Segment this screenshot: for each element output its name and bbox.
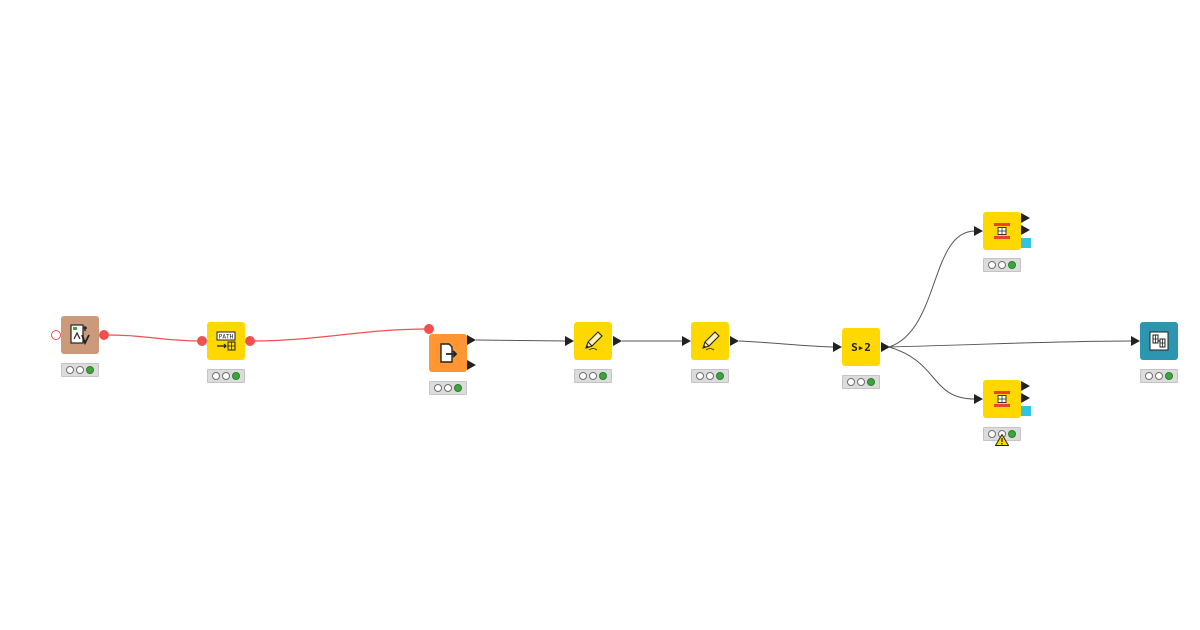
data-in-port[interactable] [1131, 336, 1140, 346]
pencil-icon [702, 331, 720, 351]
data-out-port-2[interactable] [1021, 225, 1030, 235]
file-export-icon [440, 343, 458, 363]
table-view-icon [1149, 331, 1169, 351]
warning-icon[interactable] [995, 434, 1009, 446]
status-light-green [1008, 430, 1016, 438]
node-column-rename-1[interactable] [574, 322, 612, 360]
data-out-port[interactable] [730, 336, 739, 346]
status-light-red [212, 372, 220, 380]
status-light-green [232, 372, 240, 380]
node-status-lights [691, 369, 729, 383]
partition-icon [994, 223, 1010, 239]
pencil-icon [585, 331, 603, 351]
status-light-yellow [76, 366, 84, 374]
data-connection-4[interactable] [888, 230, 976, 348]
node-status-lights [429, 381, 467, 395]
node-partitioning-top[interactable] [983, 212, 1021, 250]
status-light-green [599, 372, 607, 380]
data-out-port-1[interactable] [1021, 213, 1030, 223]
model-out-port[interactable] [1021, 406, 1031, 416]
data-out-port-1[interactable] [1021, 381, 1030, 391]
data-in-port[interactable] [833, 342, 842, 352]
status-light-yellow [857, 378, 865, 386]
node-script-variable[interactable] [61, 316, 99, 354]
data-in-port[interactable] [682, 336, 691, 346]
data-in-port[interactable] [974, 394, 983, 404]
data-out-port[interactable] [613, 336, 622, 346]
data-in-port[interactable] [565, 336, 574, 346]
data-connection-5[interactable] [888, 340, 1133, 348]
node-status-lights [574, 369, 612, 383]
data-out-port-1[interactable] [467, 335, 476, 345]
node-path-to-table[interactable]: PATH [207, 322, 245, 360]
status-light-red [434, 384, 442, 392]
status-light-yellow [706, 372, 714, 380]
node-status-lights [207, 369, 245, 383]
status-light-green [716, 372, 724, 380]
flow-variable-in-port[interactable] [197, 336, 207, 346]
data-connection-3[interactable] [738, 340, 835, 348]
flow-variable-connection-2[interactable] [249, 328, 430, 342]
data-out-port[interactable] [881, 342, 890, 352]
node-status-lights [61, 363, 99, 377]
node-file-export[interactable] [429, 334, 467, 372]
string-to-number-icon: S▸2 [851, 340, 871, 354]
status-light-red [579, 372, 587, 380]
flow-variable-in-port[interactable] [51, 330, 61, 340]
flow-variable-connection-1[interactable] [103, 334, 203, 342]
status-light-yellow [222, 372, 230, 380]
flow-variable-in-port[interactable] [424, 324, 434, 334]
status-light-green [867, 378, 875, 386]
status-light-yellow [444, 384, 452, 392]
status-light-green [86, 366, 94, 374]
node-status-lights [983, 258, 1021, 272]
status-light-red [847, 378, 855, 386]
status-light-green [1165, 372, 1173, 380]
status-light-yellow [589, 372, 597, 380]
script-variable-icon [70, 324, 90, 346]
status-light-yellow [998, 261, 1006, 269]
status-light-red [1145, 372, 1153, 380]
data-out-port-2[interactable] [1021, 393, 1030, 403]
node-status-lights [1140, 369, 1178, 383]
data-connection-1[interactable] [475, 339, 567, 342]
svg-text:PATH: PATH [219, 334, 234, 341]
data-out-port-2[interactable] [467, 360, 476, 370]
flow-variable-out-port[interactable] [99, 330, 109, 340]
status-light-red [988, 430, 996, 438]
flow-variable-out-port[interactable] [245, 336, 255, 346]
node-string-to-number[interactable]: S▸2 [842, 328, 880, 366]
model-out-port[interactable] [1021, 238, 1031, 248]
node-partitioning-bottom[interactable] [983, 380, 1021, 418]
data-connection-6[interactable] [888, 346, 976, 400]
node-column-rename-2[interactable] [691, 322, 729, 360]
status-light-green [454, 384, 462, 392]
node-status-lights [842, 375, 880, 389]
path-to-table-icon: PATH [216, 331, 236, 351]
status-light-red [988, 261, 996, 269]
status-light-red [696, 372, 704, 380]
node-table-view[interactable] [1140, 322, 1178, 360]
partition-icon [994, 391, 1010, 407]
data-in-port[interactable] [974, 226, 983, 236]
status-light-red [66, 366, 74, 374]
status-light-yellow [1155, 372, 1163, 380]
status-light-green [1008, 261, 1016, 269]
